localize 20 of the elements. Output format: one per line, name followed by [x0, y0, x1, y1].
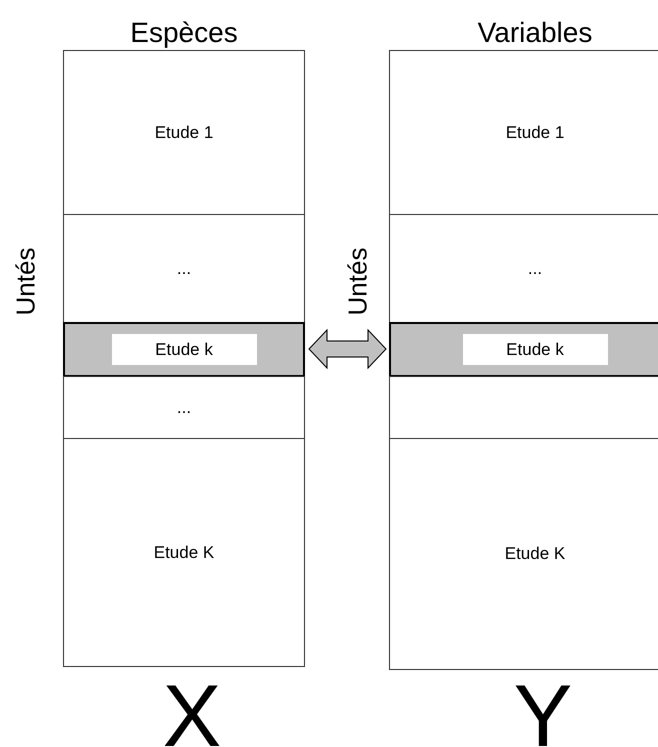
row-label: ...: [176, 397, 192, 420]
row-label: Etude 1: [154, 122, 214, 144]
axis-label: Untés: [10, 246, 42, 318]
double-arrow: [308, 328, 387, 370]
column-heading: Variables: [478, 16, 592, 50]
row-label: Etude K: [154, 542, 214, 564]
row-label: Etude 1: [506, 122, 564, 144]
highlighted-row: [389, 322, 658, 377]
row-label: Etude k: [112, 334, 256, 366]
row-label: Etude k: [462, 334, 608, 366]
data-matrix: [389, 50, 658, 670]
row-label: ...: [528, 258, 542, 280]
axis-label: Untés: [342, 246, 374, 318]
column-heading: Espèces: [130, 16, 238, 50]
data-matrix: [63, 50, 305, 667]
row-label: ...: [176, 258, 192, 280]
highlighted-row: [63, 322, 305, 377]
row-label: Etude K: [504, 543, 566, 566]
matrix-letter: Y: [514, 672, 572, 747]
matrix-letter: X: [162, 672, 222, 747]
